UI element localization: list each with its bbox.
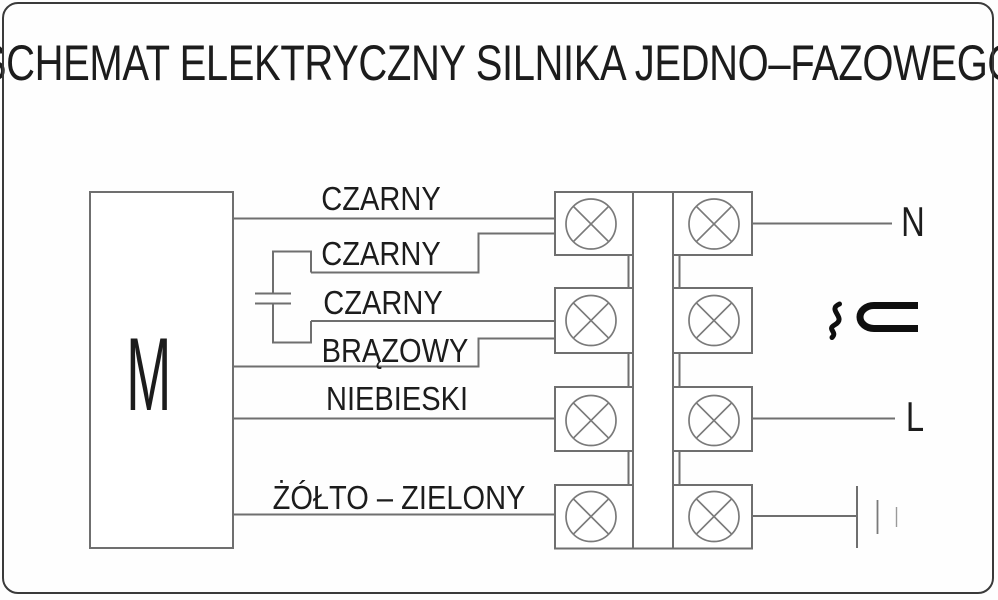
wire-brazowy-line <box>233 337 555 368</box>
terminal-screw-icon <box>688 198 740 250</box>
terminal-tab-left-1 <box>554 191 634 256</box>
terminal-tab-right-4 <box>672 484 753 550</box>
wire-label-czarny-1: CZARNY <box>321 180 441 217</box>
line-terminal-label: L <box>905 393 925 440</box>
wire-label-czarny-3: CZARNY <box>323 284 443 321</box>
terminal-screw-icon <box>688 294 740 347</box>
neutral-terminal-label: N <box>901 198 925 245</box>
u-bracket-icon <box>856 302 918 332</box>
terminal-screw-icon <box>565 394 617 447</box>
motor-outline <box>89 191 234 549</box>
capacitor-bottom-lead <box>272 303 312 344</box>
capacitor-row-symbol <box>829 301 918 340</box>
terminal-tab-left-4 <box>554 484 634 550</box>
terminal-tab-left-3 <box>554 386 634 452</box>
terminal-tab-right-2 <box>672 287 753 354</box>
terminal-screw-icon <box>565 490 617 543</box>
wire-czarny-2-line <box>311 232 555 274</box>
ground-icon <box>856 486 898 548</box>
wire-label-zolto-zielony: ŻÓŁTO – ZIELONY <box>272 479 526 516</box>
terminal-screw-icon <box>688 394 740 447</box>
terminal-screws <box>565 198 740 543</box>
wire-label-niebieski: NIEBIESKI <box>325 380 469 417</box>
motor-label: M <box>126 316 171 433</box>
wire-label-brazowy: BRĄZOWY <box>321 332 469 369</box>
terminal-screw-icon <box>565 198 617 250</box>
capacitor-top-lead <box>272 250 312 294</box>
terminal-screw-icon <box>688 490 740 543</box>
motor-wires <box>233 217 555 516</box>
terminal-block <box>554 191 753 550</box>
terminal-screw-icon <box>565 294 617 347</box>
supply-wires <box>752 222 895 517</box>
capacitor-icon <box>255 292 291 305</box>
terminal-rail <box>632 191 674 550</box>
diagram-title: SCHEMAT ELEKTRYCZNY SILNIKA JEDNO–FAZOWE… <box>0 35 998 91</box>
wire-label-czarny-2: CZARNY <box>321 235 441 272</box>
terminal-tab-left-2 <box>554 287 634 354</box>
terminal-block-body <box>554 191 753 550</box>
tilde-squiggle-icon <box>829 301 842 340</box>
motor-box: M <box>89 191 234 549</box>
